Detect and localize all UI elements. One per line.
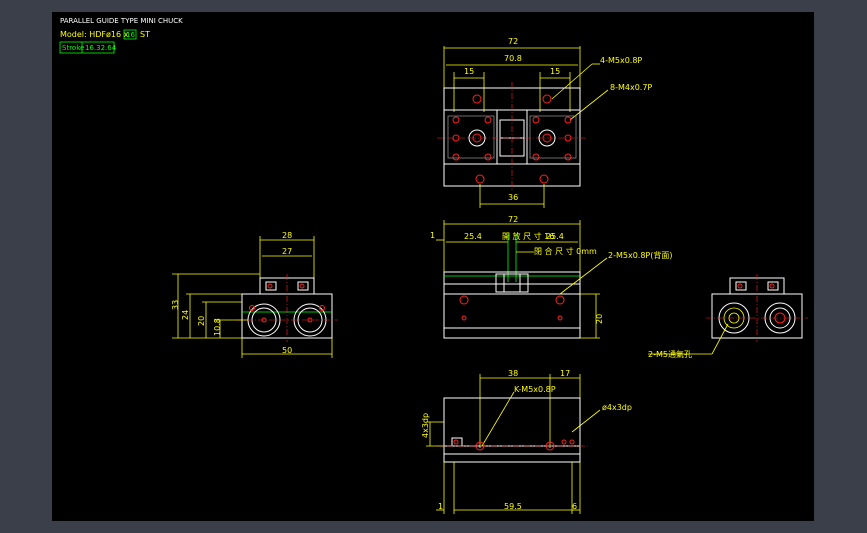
note-2-m5-back: 2-M5x0.8P(背面) [608, 250, 673, 260]
model-prefix: Model: HDFø16 x [60, 30, 129, 39]
dim-25-4-left: 25.4 [464, 232, 482, 241]
stroke-box-frame[interactable] [59, 41, 115, 54]
dim-28: 28 [282, 231, 292, 240]
close-size-label: 閉 合 尺 寸 0mm [534, 246, 597, 256]
model-box-value: 16 [126, 31, 135, 39]
dim-72-front: 72 [508, 215, 518, 224]
dim-20-front: 20 [595, 314, 604, 324]
model-box-frame[interactable] [123, 29, 137, 40]
stroke-value: 16.32.64 [85, 44, 117, 52]
title-block: PARALLEL GUIDE TYPE MINI CHUCK Model: HD… [59, 17, 183, 54]
bottom-body [443, 397, 581, 447]
open-size-label: 開 放 尺 寸 16 [502, 231, 554, 241]
dim-50: 50 [282, 346, 292, 355]
bottom-view: 38 17 K-M5x0.8P ø4x3dp 4x3dp 1 59.5 6 [421, 369, 632, 514]
dim-72-top: 72 [508, 37, 518, 46]
dim-20-side: 20 [197, 316, 206, 326]
dim-1-front: 1 [430, 231, 435, 240]
stroke-label: Stroke [62, 44, 84, 52]
dim-38: 38 [508, 369, 518, 378]
drawing-canvas: PARALLEL GUIDE TYPE MINI CHUCK Model: HD… [52, 12, 814, 521]
front-body [443, 293, 581, 339]
dim-4x3dp-side: 4x3dp [421, 413, 430, 438]
note-8-m4: 8-M4x0.7P [610, 83, 652, 92]
dim-24: 24 [181, 310, 190, 320]
dim-25-4-right: 25.4 [546, 232, 564, 241]
drawing-title: PARALLEL GUIDE TYPE MINI CHUCK [60, 17, 183, 25]
dim-17: 17 [560, 369, 570, 378]
side-view-left: 28 27 33 24 20 10.8 [171, 231, 338, 358]
model-suffix: ST [140, 30, 150, 39]
dim-15-left: 15 [464, 67, 474, 76]
tap-hole-icon [542, 94, 552, 104]
dim-70-8: 70.8 [504, 54, 522, 63]
side-view-right: 2-M5通氣孔 [648, 274, 808, 359]
dim-6: 6 [572, 502, 577, 511]
dim-27: 27 [282, 247, 292, 256]
front-jaw-section [443, 271, 581, 295]
front-view: 72 1 25.4 25.4 開 放 尺 寸 16 閉 合 尺 寸 0mm 2-… [430, 215, 673, 339]
dim-10-8: 10.8 [213, 318, 222, 336]
dim-1-bottom: 1 [438, 502, 443, 511]
dim-59-5: 59.5 [504, 502, 522, 511]
note-pin-hole: ø4x3dp [602, 403, 632, 412]
dim-15-right: 15 [550, 67, 560, 76]
note-vent-port: 2-M5通氣孔 [648, 349, 692, 359]
dim-36: 36 [508, 193, 518, 202]
top-view: 72 70.8 15 15 4-M5x0.8P 8-M4x0.7P [437, 37, 652, 208]
tap-hole-icon [472, 94, 482, 104]
bore-icon [468, 129, 486, 147]
note-4-m5: 4-M5x0.8P [600, 56, 642, 65]
note-k-m5: K-M5x0.8P [514, 385, 556, 394]
cad-drawing: PARALLEL GUIDE TYPE MINI CHUCK Model: HD… [59, 17, 808, 514]
dim-33: 33 [171, 300, 180, 310]
